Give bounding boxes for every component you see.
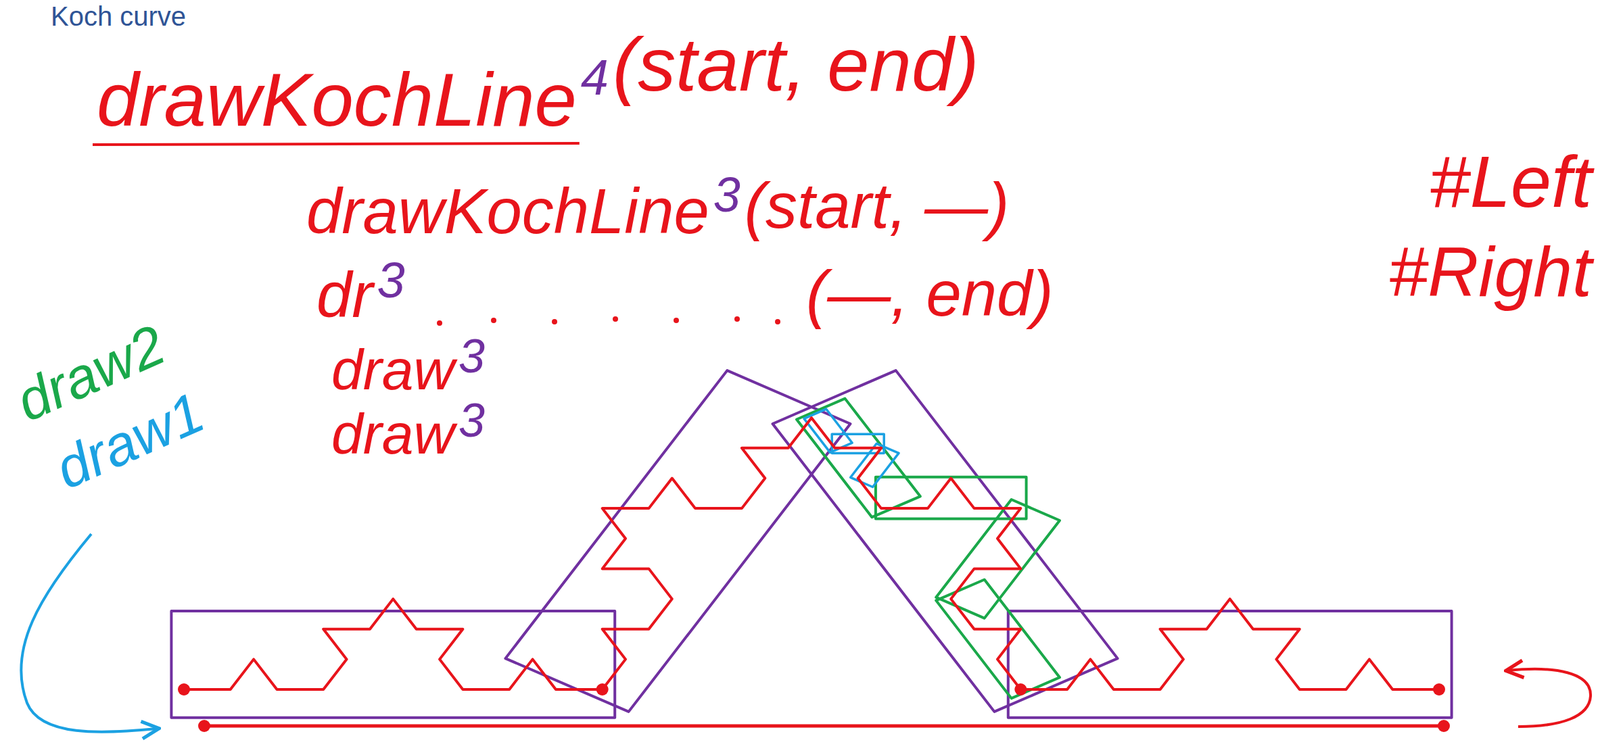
level2-box [796, 398, 921, 519]
level3-box [1008, 611, 1452, 719]
recursion-boxes-level2 [796, 398, 1060, 700]
call-text: draw [331, 341, 455, 399]
endpoint-dots [177, 683, 1446, 696]
level3-box [171, 611, 615, 719]
endpoint-dot [1432, 683, 1446, 696]
superscript-number: 3 [377, 255, 406, 306]
level2-box [935, 499, 1060, 619]
red-arrow [1508, 669, 1591, 727]
level1-box [804, 409, 853, 453]
code-text: (start, end) [612, 27, 980, 103]
superscript-number: 3 [458, 332, 485, 381]
endpoint-dot [1014, 683, 1027, 696]
blue-arrow [20, 534, 157, 733]
underline [92, 143, 580, 145]
code-text: dr [316, 263, 374, 328]
slide-title: Koch curve [50, 2, 186, 30]
comment-text: #Right [1388, 236, 1592, 308]
code-text: (—, end) [806, 262, 1054, 326]
code-text: drawKochLine [96, 62, 577, 138]
superscript-number: 3 [458, 396, 485, 445]
level1-box [850, 443, 899, 487]
code-text: drawKochLine [306, 179, 710, 244]
endpoint-dot [198, 720, 211, 733]
call-text: draw [331, 405, 455, 463]
endpoint-dot [177, 683, 191, 696]
comment-text: #Left [1429, 145, 1592, 219]
ellipsis-dots [436, 316, 781, 326]
endpoint-dot [1437, 720, 1450, 733]
code-text: (start, —) [744, 174, 1010, 239]
endpoint-dot [596, 683, 609, 696]
base-line [204, 724, 1444, 729]
recursion-boxes [171, 370, 1452, 719]
level2-box [875, 477, 1027, 520]
level3-box [772, 370, 1118, 713]
superscript-number: 4 [580, 52, 609, 103]
superscript-number: 3 [713, 170, 741, 220]
level2-box [935, 580, 1060, 700]
